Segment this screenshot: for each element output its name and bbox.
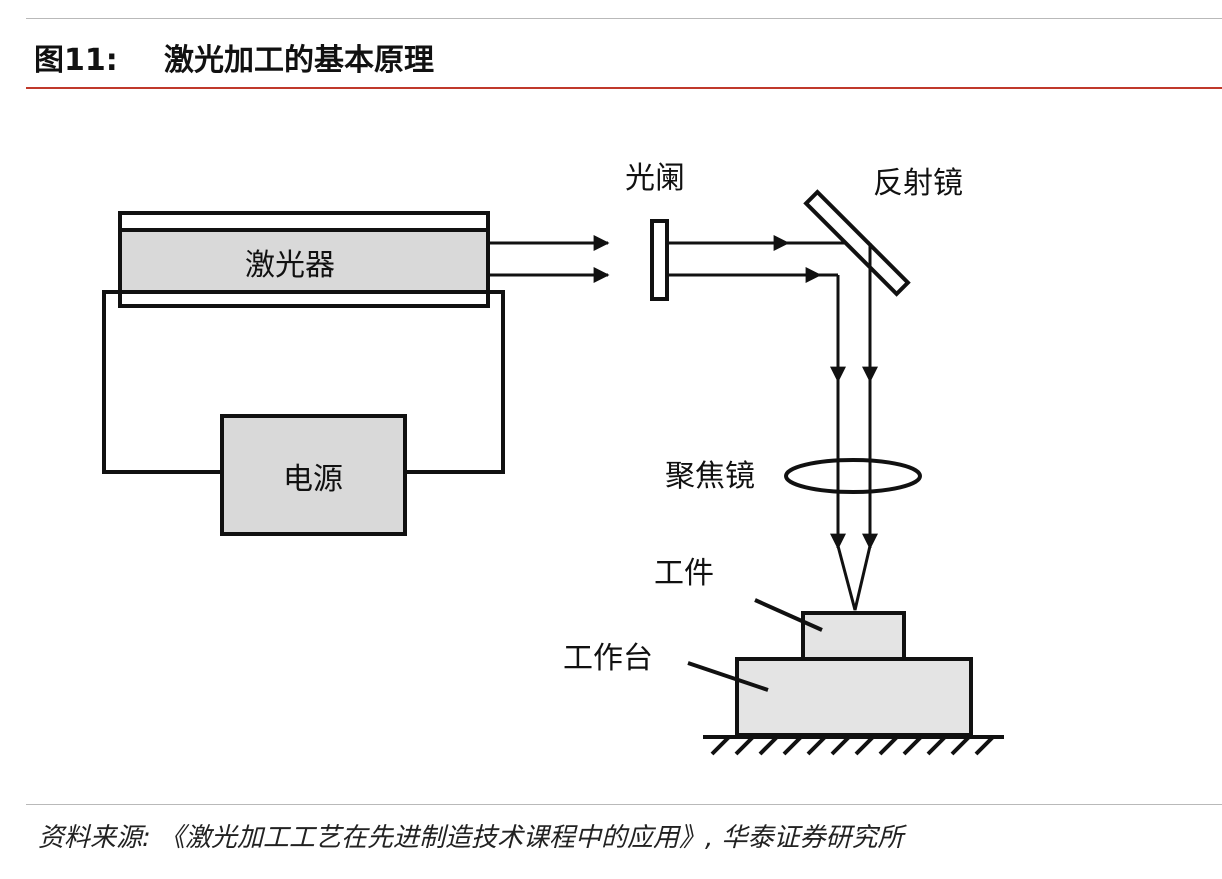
- horizontal-beams: [488, 235, 870, 283]
- laser-unit: 激光器: [118, 211, 490, 308]
- aperture-label: 光阑: [625, 161, 685, 196]
- worktable-leader: [687, 661, 769, 692]
- worktable-label: 工作台: [563, 641, 653, 676]
- source-note: 资料来源: 《激光加工工艺在先进制造技术课程中的应用》, 华泰证券研究所: [38, 823, 904, 853]
- title-rule: [26, 87, 1222, 89]
- focusing-lens: [784, 458, 922, 494]
- workpiece-block: [801, 611, 906, 661]
- vertical-beams: [830, 243, 878, 611]
- power-supply-label: 电源: [283, 462, 343, 497]
- figure-title-text: 激光加工的基本原理: [164, 43, 434, 78]
- power-supply-unit: 电源: [220, 414, 407, 536]
- focusing-lens-label: 聚焦镜: [665, 459, 755, 494]
- mirror-label: 反射镜: [873, 166, 963, 201]
- ground-hatch: [703, 735, 1004, 756]
- workpiece-label: 工件: [654, 556, 714, 591]
- top-rule: [26, 18, 1222, 19]
- figure-title: 图11: 激光加工的基本原理: [34, 38, 434, 84]
- laser-label: 激光器: [245, 248, 335, 283]
- workpiece-leader: [754, 598, 823, 632]
- mirror-plate: [803, 189, 911, 297]
- power-wire-left: [102, 290, 222, 474]
- figure-label: 图11:: [34, 43, 118, 78]
- worktable-block: [735, 657, 973, 737]
- aperture-plate: [650, 219, 669, 301]
- bottom-rule: [26, 804, 1222, 805]
- power-wire-right: [405, 290, 505, 474]
